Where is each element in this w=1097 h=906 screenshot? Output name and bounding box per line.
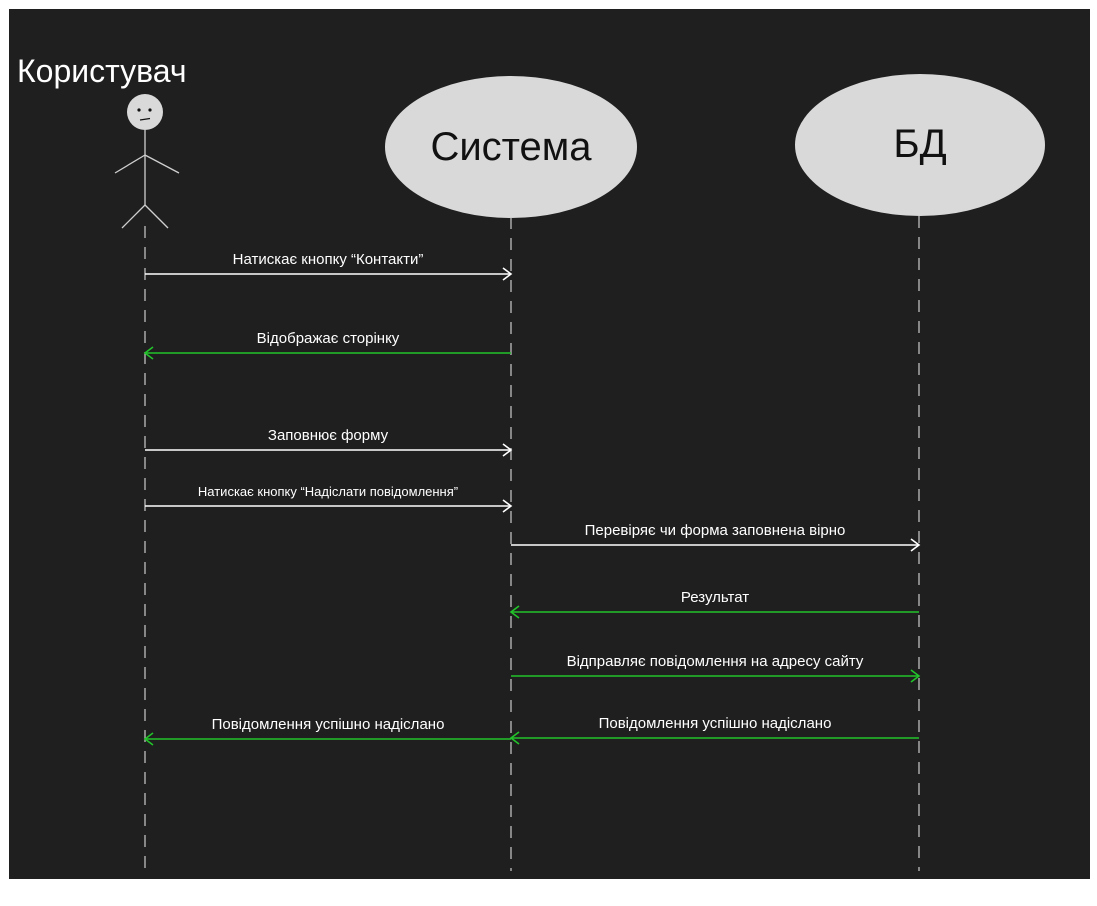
message-arrowhead <box>910 538 921 552</box>
message-label: Заповнює форму <box>268 427 389 444</box>
message-arrowhead <box>502 499 513 513</box>
message-arrowhead <box>509 731 520 745</box>
actor-label-user: Користувач <box>17 53 187 89</box>
message-5: Перевіряє чи форма заповнена вірно <box>511 522 921 552</box>
message-label: Натискає кнопку “Надіслати повідомлення” <box>198 484 458 499</box>
stick-figure-neutral-face-icon <box>114 94 180 229</box>
diagram-canvas: Користувач Система БД Натискає кнопку “К… <box>9 9 1090 879</box>
message-arrowhead <box>502 443 513 457</box>
participant-system: Система <box>385 76 637 218</box>
participant-db: БД <box>795 74 1045 216</box>
message-label: Перевіряє чи форма заповнена вірно <box>585 522 846 539</box>
message-label: Результат <box>681 589 749 606</box>
message-6: Результат <box>509 589 919 619</box>
message-label: Повідомлення успішно надіслано <box>212 716 445 733</box>
message-label: Натискає кнопку “Контакти” <box>233 251 424 268</box>
participant-label-system: Система <box>430 125 592 169</box>
message-arrowhead <box>910 669 921 683</box>
message-3: Заповнює форму <box>145 427 513 457</box>
message-4: Натискає кнопку “Надіслати повідомлення” <box>145 484 513 513</box>
message-arrowhead <box>143 732 154 746</box>
message-arrowhead <box>509 605 520 619</box>
message-label: Повідомлення успішно надіслано <box>599 715 832 732</box>
message-1: Натискає кнопку “Контакти” <box>145 251 513 281</box>
message-2: Відображає сторінку <box>143 330 511 360</box>
message-arrowhead <box>143 346 154 360</box>
message-9: Повідомлення успішно надіслано <box>143 716 511 746</box>
message-7: Відправляє повідомлення на адресу сайту <box>511 653 921 683</box>
message-label: Відправляє повідомлення на адресу сайту <box>567 653 864 670</box>
participant-label-db: БД <box>893 122 946 166</box>
messages: Натискає кнопку “Контакти” Відображає сто… <box>143 251 921 746</box>
message-arrowhead <box>502 267 513 281</box>
sequence-diagram: Користувач Система БД Натискає кнопку “К… <box>17 53 1045 871</box>
message-label: Відображає сторінку <box>257 330 400 347</box>
message-8: Повідомлення успішно надіслано <box>509 715 919 745</box>
